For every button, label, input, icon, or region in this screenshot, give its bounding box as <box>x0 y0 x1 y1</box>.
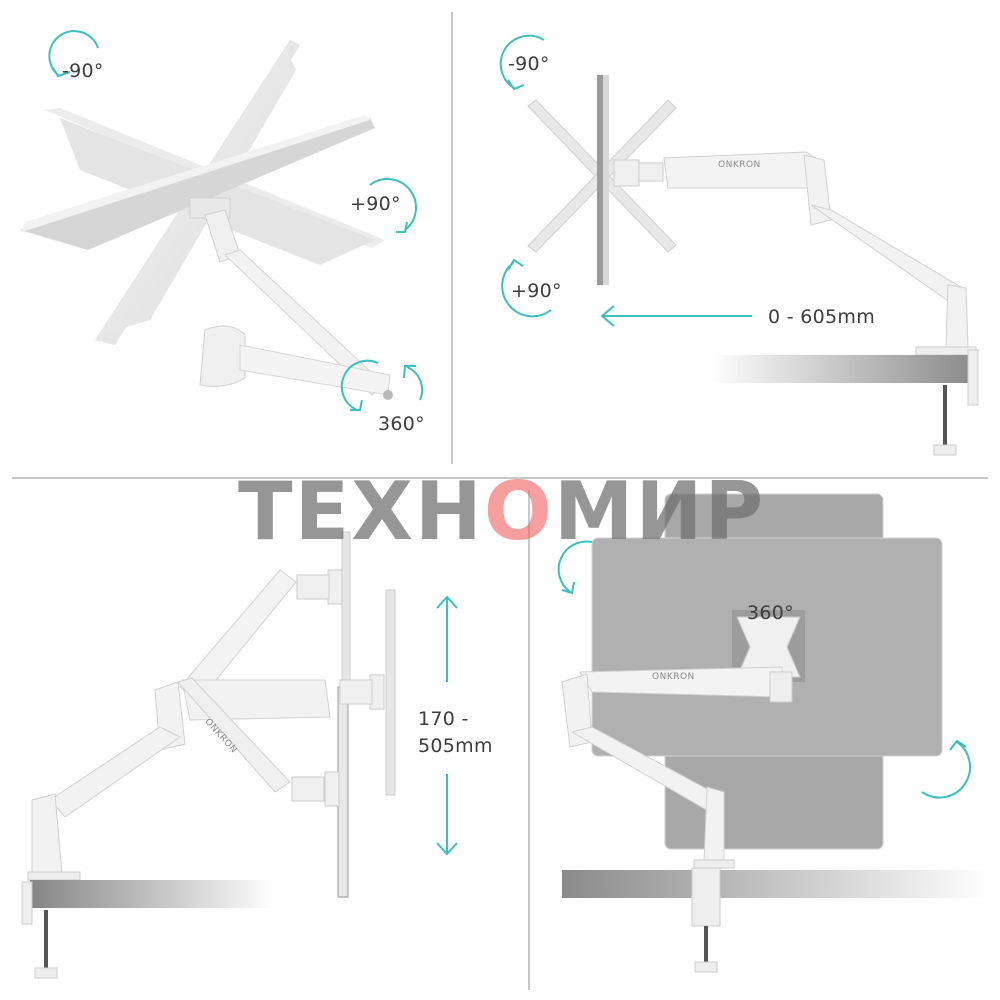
label-height-line2: 505mm <box>418 735 493 757</box>
label-tilt-plus: +90° <box>511 280 562 302</box>
rotation-illustration <box>557 493 990 973</box>
label-reach: 0 - 605mm <box>768 306 876 328</box>
horizontal-divider <box>12 477 988 479</box>
vertical-divider-top <box>451 12 453 464</box>
label-rotation: 360° <box>747 602 794 624</box>
label-swivel: 360° <box>378 413 425 435</box>
panel-tilt-swivel: -90° +90° 360° <box>0 0 450 470</box>
watermark-text-start: ТЕХН <box>238 465 484 558</box>
height-illustration <box>21 531 458 979</box>
label-height-line1: 170 - <box>418 708 469 730</box>
panel-extension: ONKRON -90° +90° 0 - 605mm <box>456 0 1000 470</box>
panel-rotation: ONKRON 360° <box>532 482 1000 1000</box>
brand-logo: ONKRON <box>718 160 761 170</box>
label-tilt-plus: +90° <box>350 193 401 215</box>
watermark-logo: ТЕХНОМИР <box>238 472 768 552</box>
extension-illustration <box>499 34 979 456</box>
vertical-divider-bottom <box>528 490 530 990</box>
panel-height: ONKRON 170 - 505mm <box>0 482 525 1000</box>
label-tilt-minus: -90° <box>508 53 550 75</box>
watermark-text-end: МИР <box>553 465 766 558</box>
label-tilt-minus: -90° <box>62 60 104 82</box>
tilt-swivel-illustration <box>20 30 424 411</box>
brand-logo: ONKRON <box>652 672 695 682</box>
power-icon: О <box>483 465 554 558</box>
